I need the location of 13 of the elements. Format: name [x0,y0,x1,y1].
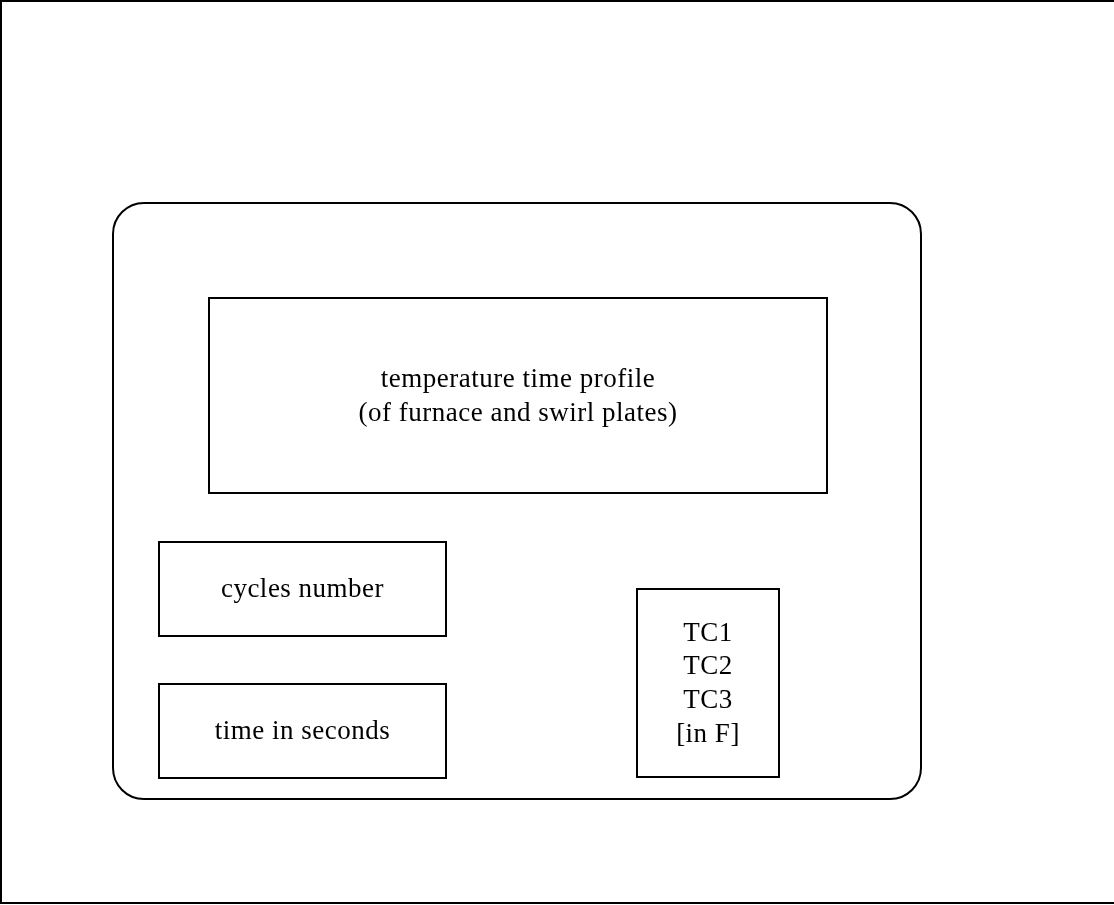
node-text: time in seconds [214,714,391,748]
node-text: TC3 [683,683,733,716]
panel [112,202,922,800]
label-box [158,541,447,637]
node-text: TC1 [683,615,733,649]
node-text: temperature time profile [380,361,656,395]
label-box [208,297,828,494]
node-text: cycles number [220,572,385,606]
node-text: TC2 [683,649,733,683]
legend-box [636,588,780,778]
node-text: [in F] [676,716,740,750]
label-box [158,683,447,779]
node-text: (of furnace and swirl plates) [358,395,678,429]
